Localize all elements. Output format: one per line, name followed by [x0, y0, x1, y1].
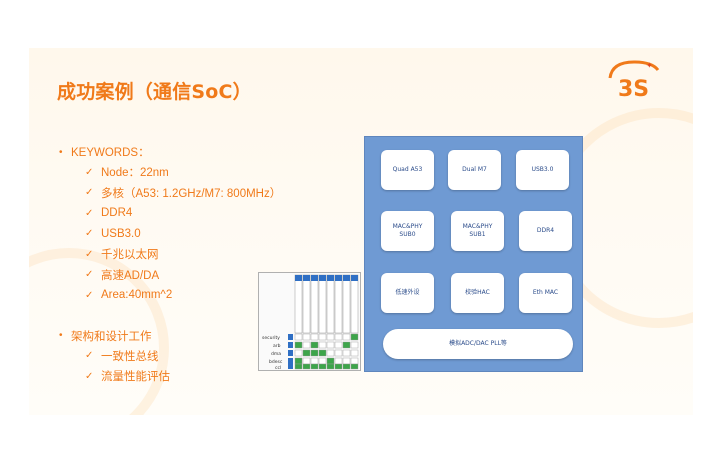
list-item: ✓ 高速AD/DA: [59, 265, 281, 286]
bus-connectivity-matrix: security arb dma bdesc ccl: [258, 272, 361, 371]
matrix-cells: [294, 333, 359, 370]
list-item-label: USB3.0: [101, 227, 141, 240]
list-item: ✓ Area:40mm^2: [59, 285, 281, 306]
bullet-dot-icon: •: [59, 146, 63, 158]
check-icon: ✓: [85, 350, 94, 362]
keywords-heading: KEYWORDS：: [71, 147, 150, 159]
list-item: ✓ USB3.0: [59, 224, 281, 245]
list-item-label: Node：22nm: [101, 167, 169, 180]
matrix-row-label: ccl: [275, 365, 281, 371]
bullet-keywords: • KEYWORDS：: [59, 142, 281, 162]
list-item-label: 多核（A53: 1.2GHz/M7: 800MHz）: [101, 187, 282, 200]
check-icon: ✓: [85, 269, 94, 281]
page-title: 成功案例（通信SoC）: [57, 81, 252, 103]
check-icon: ✓: [85, 370, 94, 382]
bullet-dot-icon: •: [59, 330, 63, 341]
soc-block-diagram: Quad A53 Dual M7 USB3.0 MAC&PHY SUB0 MAC…: [364, 136, 583, 372]
check-icon: ✓: [85, 248, 94, 260]
matrix-row-label: arb: [273, 343, 281, 349]
list-item: ✓ 流量性能评估: [59, 366, 281, 387]
check-icon: ✓: [85, 187, 94, 199]
list-item: ✓ 多核（A53: 1.2GHz/M7: 800MHz）: [59, 183, 281, 204]
company-logo: 3S ✦: [608, 60, 660, 101]
list-item-label: Area:40mm^2: [101, 289, 173, 302]
block-dual-m7: Dual M7: [448, 150, 501, 190]
matrix-row-label: dma: [271, 351, 281, 357]
matrix-row-labels: security arb dma bdesc ccl: [262, 335, 283, 371]
list-item-label: DDR4: [101, 207, 133, 220]
list-item-label: 高速AD/DA: [101, 269, 160, 282]
block-analog: 模拟ADC/DAC PLL等: [383, 329, 573, 359]
list-item-label: 千兆以太网: [101, 249, 159, 262]
list-item-label: 一致性总线: [101, 350, 159, 363]
block-quad-a53: Quad A53: [381, 150, 434, 190]
block-mac-phy-sub0: MAC&PHY SUB0: [381, 211, 434, 251]
decor-ring: [29, 248, 169, 415]
block-hac: 校验HAC: [451, 273, 504, 313]
matrix-header-columns: [294, 274, 359, 334]
bullet-design: • 架构和设计工作: [59, 326, 281, 346]
check-icon: ✓: [85, 228, 94, 240]
matrix-row-label: bdesc: [269, 359, 283, 365]
list-item: ✓ 千兆以太网: [59, 244, 281, 265]
block-mac-phy-sub1: MAC&PHY SUB1: [451, 211, 504, 251]
check-icon: ✓: [85, 166, 94, 178]
block-eth-mac: Eth MAC: [519, 273, 572, 313]
matrix-row-markers: [288, 334, 293, 369]
keyword-list: • KEYWORDS： ✓ Node：22nm ✓ 多核（A53: 1.2GHz/M…: [59, 142, 281, 387]
check-icon: ✓: [85, 207, 94, 219]
list-item: ✓ Node：22nm: [59, 162, 281, 183]
block-usb3: USB3.0: [516, 150, 569, 190]
list-item: ✓ 一致性总线: [59, 346, 281, 367]
check-icon: ✓: [85, 289, 94, 301]
block-low-speed-peripherals: 低速外设: [381, 273, 434, 313]
matrix-row-label: security: [262, 335, 280, 341]
svg-text:3S: 3S: [618, 77, 649, 101]
svg-text:✦: ✦: [646, 61, 653, 70]
list-item-label: 流量性能评估: [101, 371, 170, 384]
block-ddr4: DDR4: [519, 211, 572, 251]
design-heading: 架构和设计工作: [71, 330, 152, 343]
slide: 成功案例（通信SoC） 3S ✦ • KEYWORDS： ✓ Node：22nm …: [29, 48, 693, 415]
list-item: ✓ DDR4: [59, 203, 281, 224]
